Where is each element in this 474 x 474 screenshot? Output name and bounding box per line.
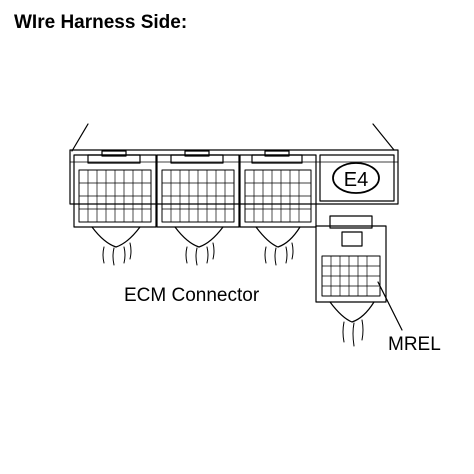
diagram-title: WIre Harness Side:	[14, 12, 188, 33]
ecm-connector-block-2	[156, 150, 240, 266]
ecm-connector-block-1	[73, 150, 157, 266]
connector-code-label: E4	[344, 169, 368, 191]
mrel-leader-line	[377, 281, 403, 331]
e4-connector	[315, 215, 387, 347]
mrel-pin-label: MREL	[388, 334, 441, 355]
ecm-connector-label: ECM Connector	[124, 285, 260, 306]
connector-code-badge	[319, 154, 395, 202]
ecm-connector-block-3	[239, 150, 317, 266]
